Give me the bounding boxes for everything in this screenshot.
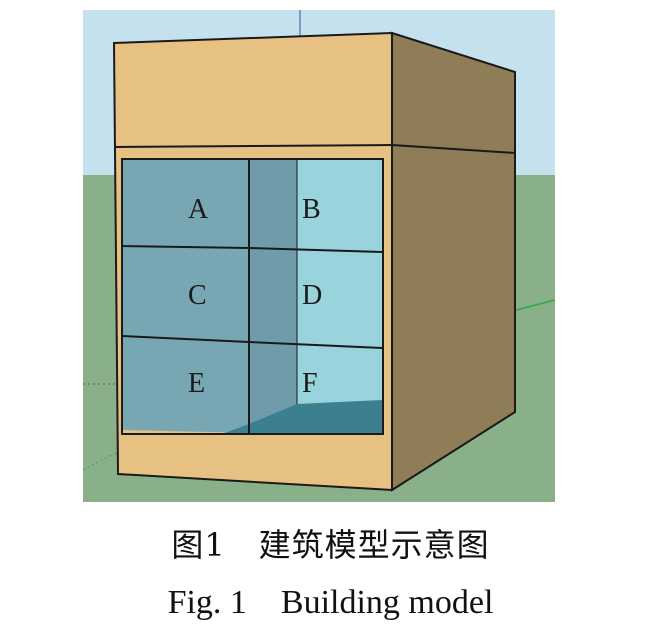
interior-side-glass [249, 159, 297, 434]
transom-2-right [248, 341, 384, 349]
figure-caption-english: Fig. 1 Building model [167, 584, 494, 621]
transom-1-left [121, 245, 250, 249]
axis-green-dotted [82, 451, 119, 471]
transom-2-left [121, 335, 250, 343]
transom-1-right [248, 247, 384, 253]
cell-label-c: C [188, 280, 207, 311]
building-side-wall [391, 31, 516, 492]
interior-back-glass [297, 159, 383, 434]
glazed-opening [121, 158, 384, 435]
interior-floor [222, 400, 383, 434]
roof-line-side [391, 144, 516, 154]
figure-caption-chinese: 图1 建筑模型示意图 [171, 526, 490, 564]
opening-frame [121, 158, 384, 435]
cell-label-e: E [188, 368, 205, 399]
roof-line-front [113, 144, 393, 148]
cell-label-f: F [302, 368, 318, 399]
cell-label-a: A [188, 194, 209, 225]
cell-label-b: B [302, 194, 321, 225]
cell-label-d: D [302, 280, 322, 311]
axis-green [515, 299, 556, 311]
